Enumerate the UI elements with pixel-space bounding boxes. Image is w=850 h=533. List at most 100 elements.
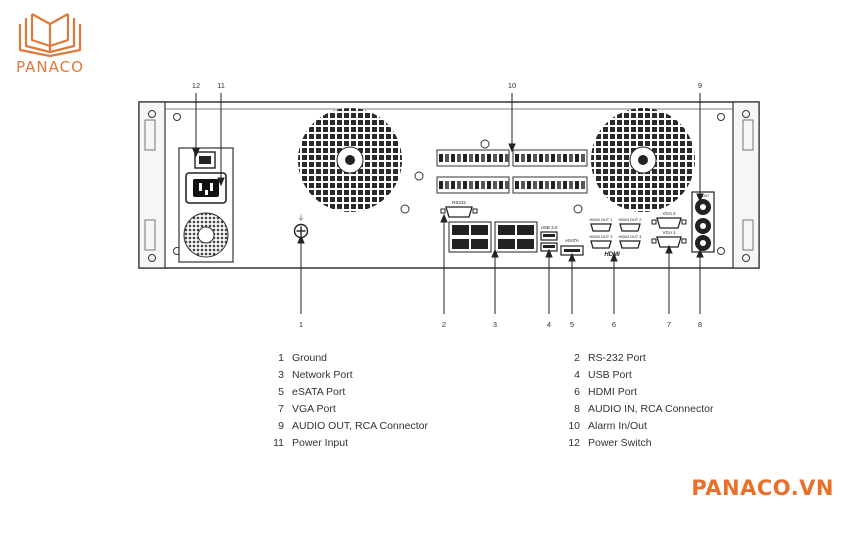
terminal-pin — [569, 181, 573, 189]
right-fan — [591, 108, 695, 212]
terminal-pin — [499, 154, 503, 162]
terminal-pin — [457, 154, 461, 162]
terminal-pin — [481, 181, 485, 189]
terminal-pin — [545, 154, 549, 162]
callout-5: 5 — [570, 320, 574, 329]
hdmi-label-3: HDMI OUT 3 — [589, 234, 613, 239]
terminal-pin — [469, 154, 473, 162]
terminal-pin — [445, 181, 449, 189]
callout-11: 11 — [217, 81, 225, 90]
terminal-pin — [581, 181, 585, 189]
terminal-pin — [527, 154, 531, 162]
terminal-pin — [475, 181, 479, 189]
alarm-io-terminals[interactable] — [436, 149, 588, 194]
callout-9: 9 — [698, 81, 702, 90]
esata-label: eSATA — [565, 238, 579, 243]
terminal-pin — [563, 181, 567, 189]
terminal-pin — [521, 154, 525, 162]
usb-port[interactable]: USB 3.0 — [540, 225, 558, 252]
terminal-pin — [451, 181, 455, 189]
hdmi-label-2: HDMI OUT 2 — [618, 217, 642, 222]
callout-8: 8 — [698, 320, 702, 329]
callout-6: 6 — [612, 320, 616, 329]
terminal-pin — [463, 154, 467, 162]
terminal-pin — [487, 181, 491, 189]
terminal-pin — [521, 181, 525, 189]
terminal-pin — [493, 181, 497, 189]
terminal-pin — [575, 154, 579, 162]
terminal-pin — [445, 154, 449, 162]
brand-name: PANACO — [16, 58, 84, 76]
terminal-pin — [475, 154, 479, 162]
terminal-pin — [539, 154, 543, 162]
terminal-pin — [463, 181, 467, 189]
vga-label-1: VGA 1 — [662, 230, 676, 235]
top-callouts: 12 11 10 9 — [192, 81, 702, 90]
rs232-port[interactable]: RS232 — [440, 200, 478, 218]
terminal-pin — [439, 154, 443, 162]
terminal-pin — [527, 181, 531, 189]
terminal-pin — [569, 154, 573, 162]
terminal-pin — [575, 181, 579, 189]
network-ports[interactable] — [448, 221, 538, 253]
bottom-callouts: 1 2 3 4 5 6 7 8 — [299, 320, 702, 329]
hdmi-ports[interactable]: HDMI OUT 1 HDMI OUT 2 HDMI OUT 3 HDMI OU… — [589, 217, 642, 258]
terminal-pin — [493, 154, 497, 162]
callout-7: 7 — [667, 320, 671, 329]
terminal-pin — [557, 181, 561, 189]
hdmi-label-1: HDMI OUT 1 — [589, 217, 613, 222]
callout-10: 10 — [508, 81, 516, 90]
callout-4: 4 — [547, 320, 551, 329]
left-fan — [298, 108, 402, 212]
hdmi-logo-icon: HDMI — [604, 252, 620, 258]
callout-3: 3 — [493, 320, 497, 329]
terminal-pin — [533, 154, 537, 162]
audio-label: AUDIO — [697, 194, 709, 198]
terminal-pin — [581, 154, 585, 162]
power-supply — [178, 147, 234, 263]
terminal-pin — [469, 181, 473, 189]
rs232-label: RS232 — [452, 200, 466, 205]
terminal-pin — [539, 181, 543, 189]
audio-rca-connectors[interactable]: AUDIO — [691, 191, 715, 253]
terminal-pin — [481, 154, 485, 162]
hdmi-label-4: HDMI OUT 4 — [618, 234, 642, 239]
terminal-pin — [451, 154, 455, 162]
callout-2: 2 — [442, 320, 446, 329]
vga-label-2: VGA 2 — [662, 211, 676, 216]
callout-1: 1 — [299, 320, 303, 329]
terminal-pin — [499, 181, 503, 189]
terminal-pin — [457, 181, 461, 189]
brand-url: PANACO.VN — [691, 476, 834, 500]
terminal-pin — [551, 154, 555, 162]
panaco-logo-icon — [18, 13, 82, 58]
terminal-pin — [563, 154, 567, 162]
callout-12: 12 — [192, 81, 200, 90]
terminal-pin — [505, 154, 509, 162]
terminal-pin — [551, 181, 555, 189]
ground-symbol-icon: ⏚ — [298, 214, 305, 222]
terminal-pin — [515, 154, 519, 162]
terminal-pin — [545, 181, 549, 189]
terminal-pin — [487, 154, 491, 162]
usb-label: USB 3.0 — [541, 225, 558, 230]
terminal-pin — [557, 154, 561, 162]
terminal-pin — [505, 181, 509, 189]
terminal-pin — [439, 181, 443, 189]
vga-ports[interactable]: VGA 2 VGA 1 — [651, 211, 687, 248]
terminal-pin — [515, 181, 519, 189]
